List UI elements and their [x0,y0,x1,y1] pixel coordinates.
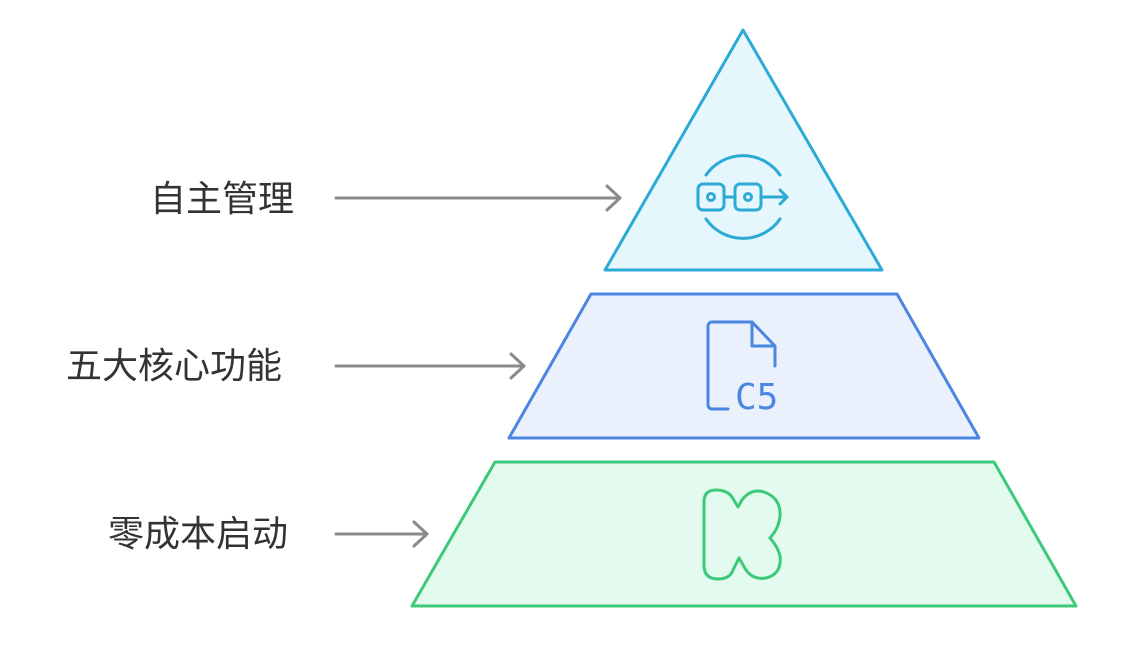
tier-top-arrow [334,184,622,212]
kuaishou-k-icon [702,488,782,581]
loop-transfer-icon [696,154,789,240]
file-c5-icon-text: C5 [735,377,778,418]
file-c5-icon: C5 [706,320,778,418]
tier-bottom-label: 零成本启动 [108,514,288,555]
tier-top-label: 自主管理 [150,179,294,220]
tier-top: 自主管理 [150,28,884,272]
tier-bottom-arrow [334,520,429,548]
tier-bottom: 零成本启动 [108,460,1078,608]
tier-middle: C5 五大核心功能 [66,292,981,440]
tier-top-shape [603,28,884,272]
tier-middle-label: 五大核心功能 [66,346,282,387]
tier-bottom-shape [410,460,1078,608]
tier-middle-arrow [334,352,526,380]
tier-middle-shape [507,292,981,440]
